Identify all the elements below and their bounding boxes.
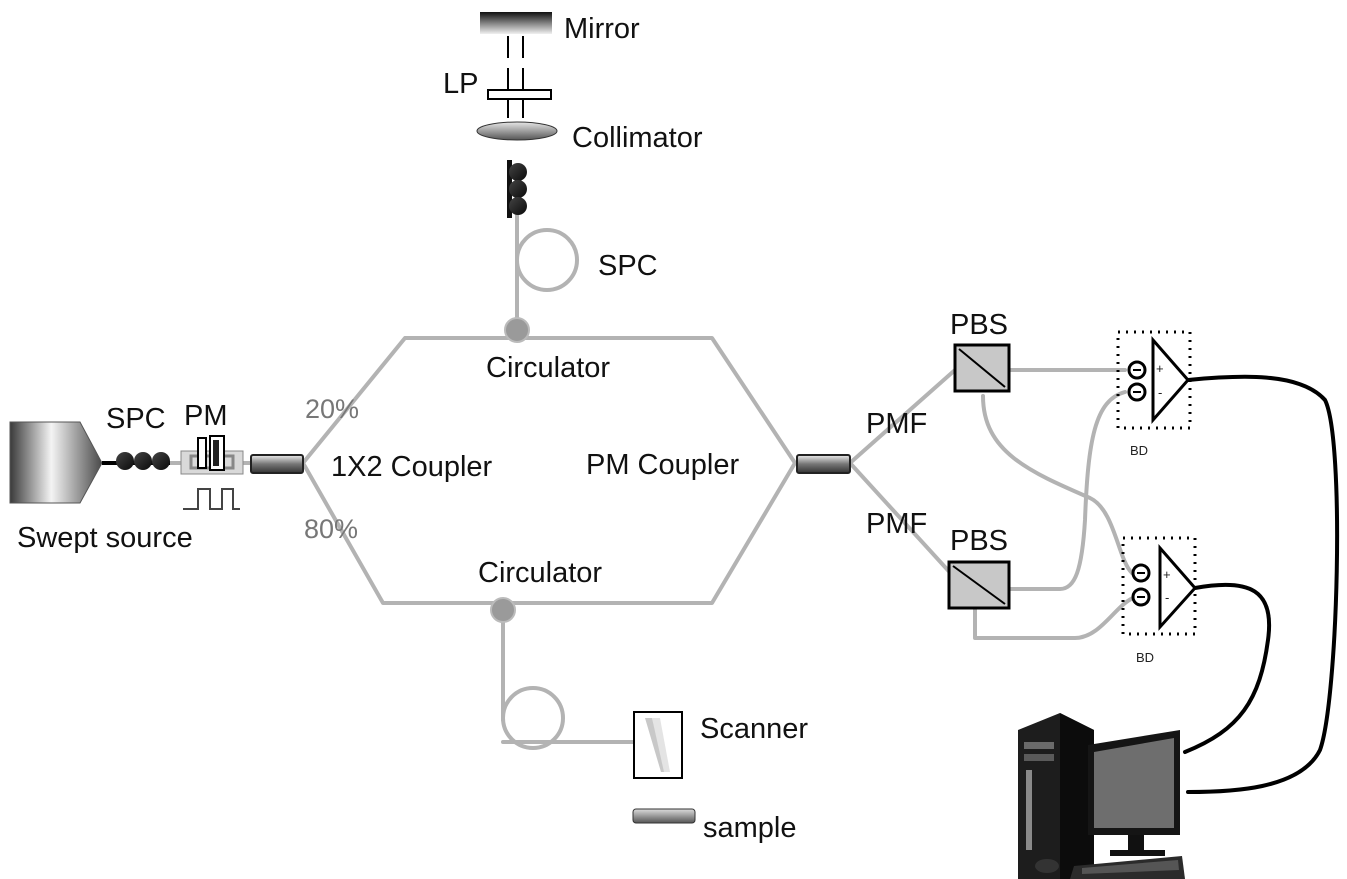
square-wave-icon (183, 488, 240, 510)
circulator-top-label: Circulator (486, 352, 610, 384)
pm-coupler-label: PM Coupler (586, 449, 739, 481)
amp-minus-sign: - (1165, 590, 1169, 605)
sample (632, 808, 696, 824)
beam-lines (507, 36, 524, 118)
amp-plus-sign: + (1156, 361, 1164, 376)
signal-wires (1183, 374, 1340, 794)
swept-source (9, 421, 103, 504)
pmf-top-label: PMF (866, 408, 927, 440)
pmf-bottom-label: PMF (866, 508, 927, 540)
scanner-label: Scanner (700, 713, 808, 745)
balanced-detector-top: + - (1116, 330, 1192, 430)
spc-top-label: SPC (598, 250, 658, 282)
coupler-1x2-label: 1X2 Coupler (331, 451, 493, 483)
fiber-connector-right (796, 454, 851, 474)
amp-minus-sign: - (1158, 385, 1162, 400)
circulator-bottom-label: Circulator (478, 557, 602, 589)
collimator-lens (476, 121, 558, 141)
split-80-label: 80% (304, 514, 358, 544)
phase-modulator (180, 435, 244, 475)
split-20-label: 20% (305, 394, 359, 424)
pbs-bottom-label: PBS (950, 525, 1008, 557)
pm-label: PM (184, 400, 228, 432)
linear-polarizer (487, 89, 552, 100)
polarization-controller-top (507, 160, 527, 218)
bd-top-label: BD (1130, 443, 1148, 458)
pbs-bottom (947, 560, 1011, 610)
lp-label: LP (443, 68, 478, 100)
swept-source-label: Swept source (17, 522, 193, 554)
pbs-top (953, 343, 1011, 393)
fiber-connector-left (250, 454, 304, 474)
mirror-label: Mirror (564, 13, 640, 45)
sample-label: sample (703, 812, 797, 844)
spc-left-label: SPC (106, 403, 166, 435)
computer-icon (1018, 713, 1185, 879)
pbs-top-label: PBS (950, 309, 1008, 341)
bd-bottom-label: BD (1136, 650, 1154, 665)
polarization-controller-left (102, 452, 170, 470)
collimator-label: Collimator (572, 122, 703, 154)
fiber-paths (158, 213, 1135, 750)
balanced-detector-bottom: + - (1121, 536, 1198, 636)
scanner (633, 711, 683, 779)
mirror (480, 12, 552, 34)
circulator-top (504, 317, 530, 343)
circulator-bottom (490, 597, 516, 623)
amp-plus-sign: + (1163, 567, 1171, 582)
